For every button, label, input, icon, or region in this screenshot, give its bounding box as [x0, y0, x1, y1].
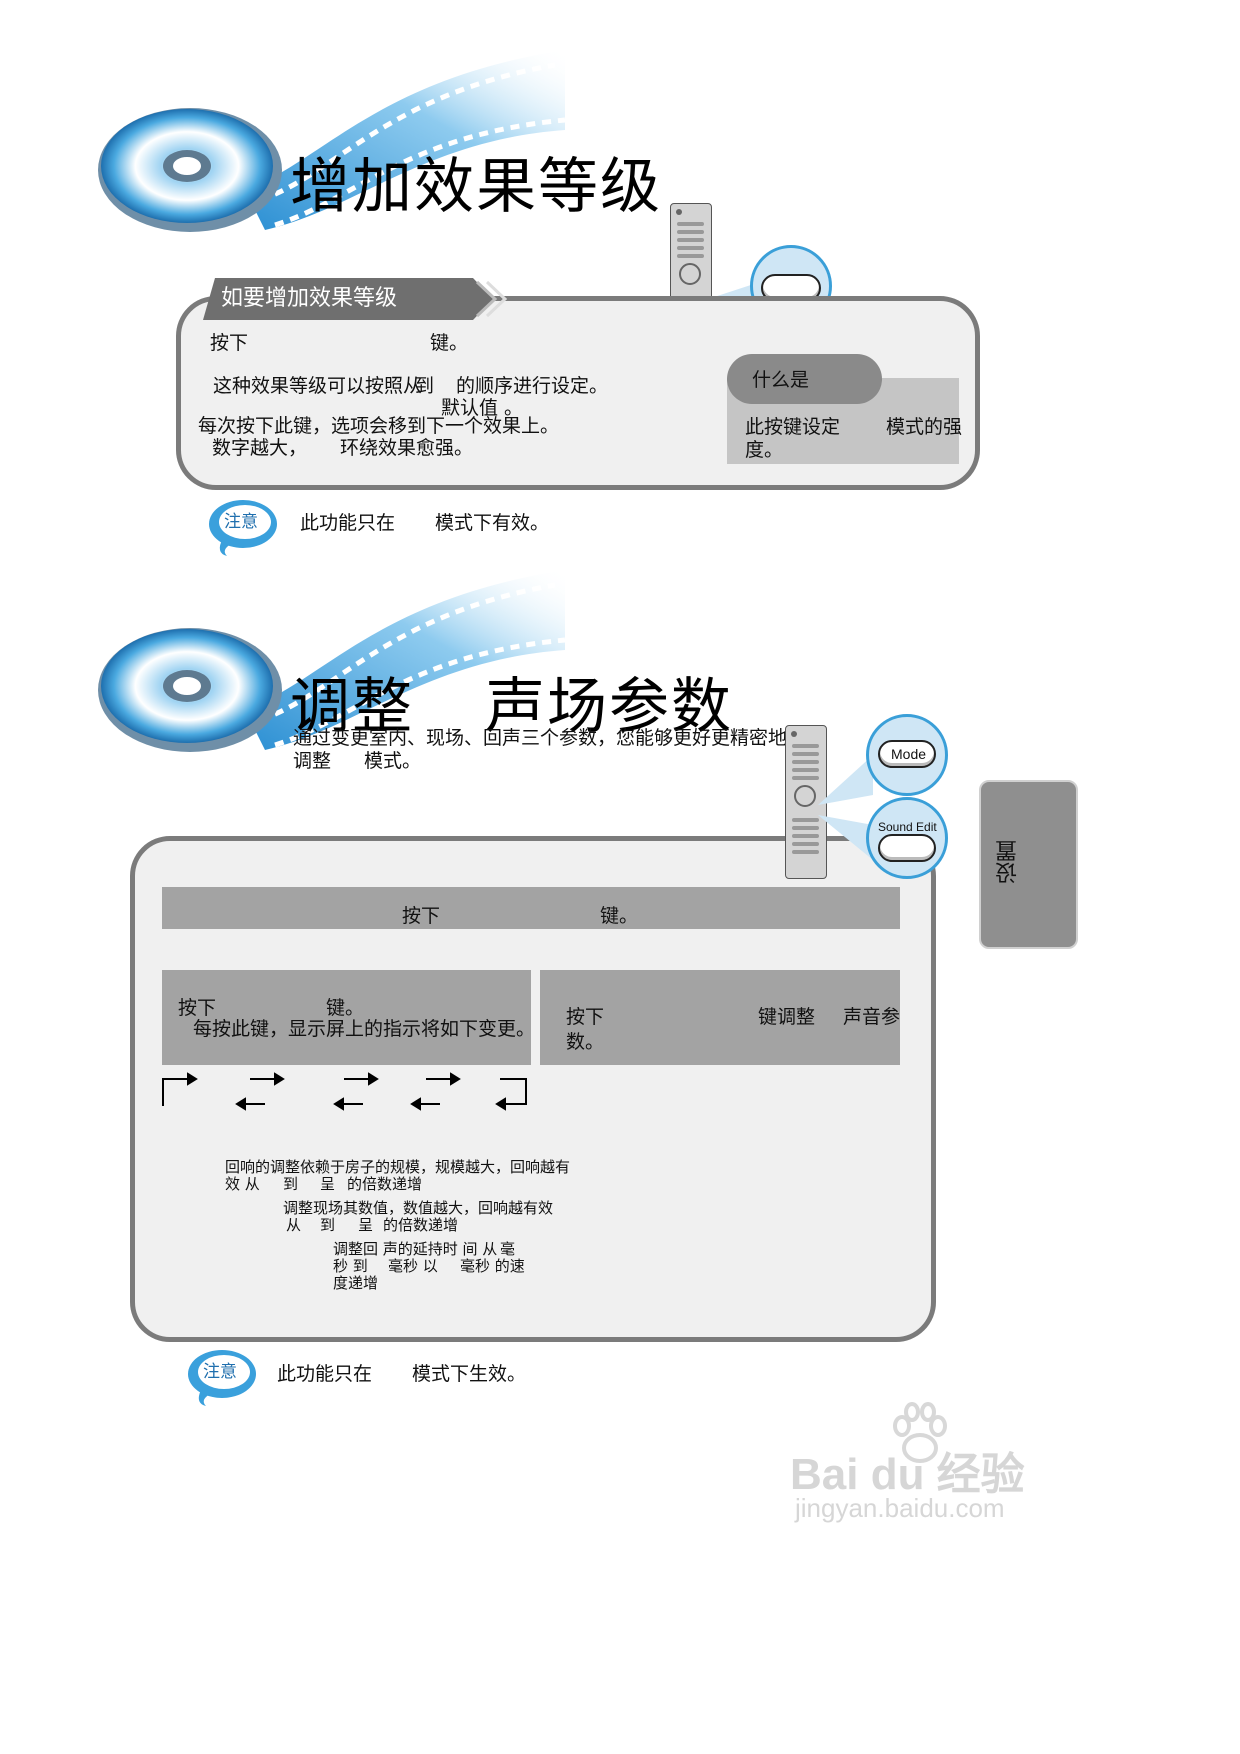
press-bar-label: 按下 — [402, 905, 441, 927]
what-is-label: 什么是 — [752, 369, 810, 391]
param2-c: 到 — [320, 1216, 336, 1234]
desc-line1b: 到 — [415, 375, 435, 397]
watermark-url: jingyan.baidu.com — [795, 1493, 1005, 1523]
note-bubble-icon-2 — [188, 1350, 256, 1406]
right-key: 键调整 — [758, 1006, 816, 1028]
note-text-1b: 模式下有效。 — [435, 512, 550, 534]
remote-buttons-icon — [791, 731, 819, 854]
param2-b: 从 — [286, 1216, 302, 1234]
param3-f: 度递增 — [333, 1274, 379, 1292]
section2-title-b: 声场参数 — [485, 672, 733, 742]
section2-intro2: 调整 — [293, 750, 332, 772]
what-is-pill — [727, 354, 882, 404]
sound-edit-key-label: Sound Edit — [878, 820, 937, 834]
section1-tab — [203, 278, 508, 320]
mode-key-label: Mode — [891, 746, 927, 762]
param3-d: 毫秒 以 — [388, 1257, 438, 1275]
desc-line4: 数字越大， — [212, 437, 308, 459]
settings-side-tab[interactable] — [979, 780, 1078, 949]
disc-film-graphic-2 — [98, 570, 566, 752]
param2-line1: 调整现场其数值，数值越大，回响越有效 — [283, 1199, 554, 1217]
section1-tab-label: 如要增加效果等级 — [221, 286, 398, 311]
desc-line1c: 的顺序进行设定。 — [456, 375, 609, 397]
watermark-brand: Bai du 经验 — [790, 1450, 1025, 1499]
settings-side-tab-label: 设置 — [996, 840, 1021, 884]
desc-line4b: 环绕效果愈强。 — [340, 437, 474, 459]
param2-d: 呈 — [358, 1216, 374, 1234]
mode-key[interactable] — [878, 740, 936, 768]
press-bar — [162, 887, 900, 929]
left-desc: 每按此键，显示屏上的指示将如下变更。 — [193, 1018, 536, 1040]
param2-e: 的倍数递增 — [383, 1216, 459, 1234]
param1-e: 的倍数递增 — [347, 1175, 423, 1193]
note-badge-2: 注意 — [203, 1362, 237, 1382]
param1-line1: 回响的调整依赖于房子的规模，规模越大，回响越有 — [225, 1158, 571, 1176]
remote-control-2 — [785, 725, 827, 879]
what-is-desc2: 度。 — [745, 439, 784, 461]
what-is-desc1b: 模式的强 — [886, 416, 963, 438]
right-step-box — [540, 970, 900, 1065]
key-suffix: 键。 — [430, 332, 469, 354]
disc-film-graphic-1 — [98, 50, 566, 232]
desc-line3: 每次按下此键，选项会移到下一个效果上。 — [198, 415, 560, 437]
note-bubble-icon-1 — [209, 500, 277, 556]
note-text-1a: 此功能只在 — [300, 512, 396, 534]
baidu-paw-logo-icon — [893, 1402, 947, 1463]
param1-c: 到 — [283, 1175, 299, 1193]
left-step-box — [162, 970, 531, 1065]
note-text-2b: 模式下生效。 — [412, 1363, 527, 1385]
param3-e: 毫秒 的速 — [460, 1257, 525, 1275]
press-bar-key: 键。 — [600, 905, 639, 927]
section2-intro2b: 模式。 — [364, 750, 422, 772]
section2-title-a: 调整 — [290, 672, 414, 742]
pointer-beams-2 — [818, 755, 873, 860]
mode-cycle-arrows-icon — [162, 1072, 527, 1111]
desc-line1: 这种效果等级可以按照从 — [213, 375, 423, 397]
param3-a: 调整回 声的延持时 间 从 — [333, 1240, 498, 1258]
section1-title: 增加效果等级 — [290, 152, 662, 222]
press-label: 按下 — [210, 332, 249, 354]
left-key: 键。 — [326, 997, 365, 1019]
right-key2: 声音参 — [843, 1006, 901, 1028]
note-text-2a: 此功能只在 — [277, 1363, 373, 1385]
right-press: 按下 — [566, 1006, 605, 1028]
section2-intro1: 通过变更室内、现场、回声三个参数，您能够更好更精密地 — [293, 727, 788, 749]
param3-c: 秒 到 — [333, 1257, 368, 1275]
param1-b: 效 从 — [225, 1175, 260, 1193]
right-line2: 数。 — [566, 1031, 605, 1053]
what-is-desc1: 此按键设定 — [745, 416, 841, 438]
note-badge-1: 注意 — [224, 512, 258, 532]
sound-edit-key[interactable] — [878, 834, 936, 862]
left-press: 按下 — [178, 997, 217, 1019]
param1-d: 呈 — [320, 1175, 336, 1193]
desc-line2: 默认值 。 — [441, 397, 524, 419]
param3-b: 毫 — [500, 1240, 516, 1258]
